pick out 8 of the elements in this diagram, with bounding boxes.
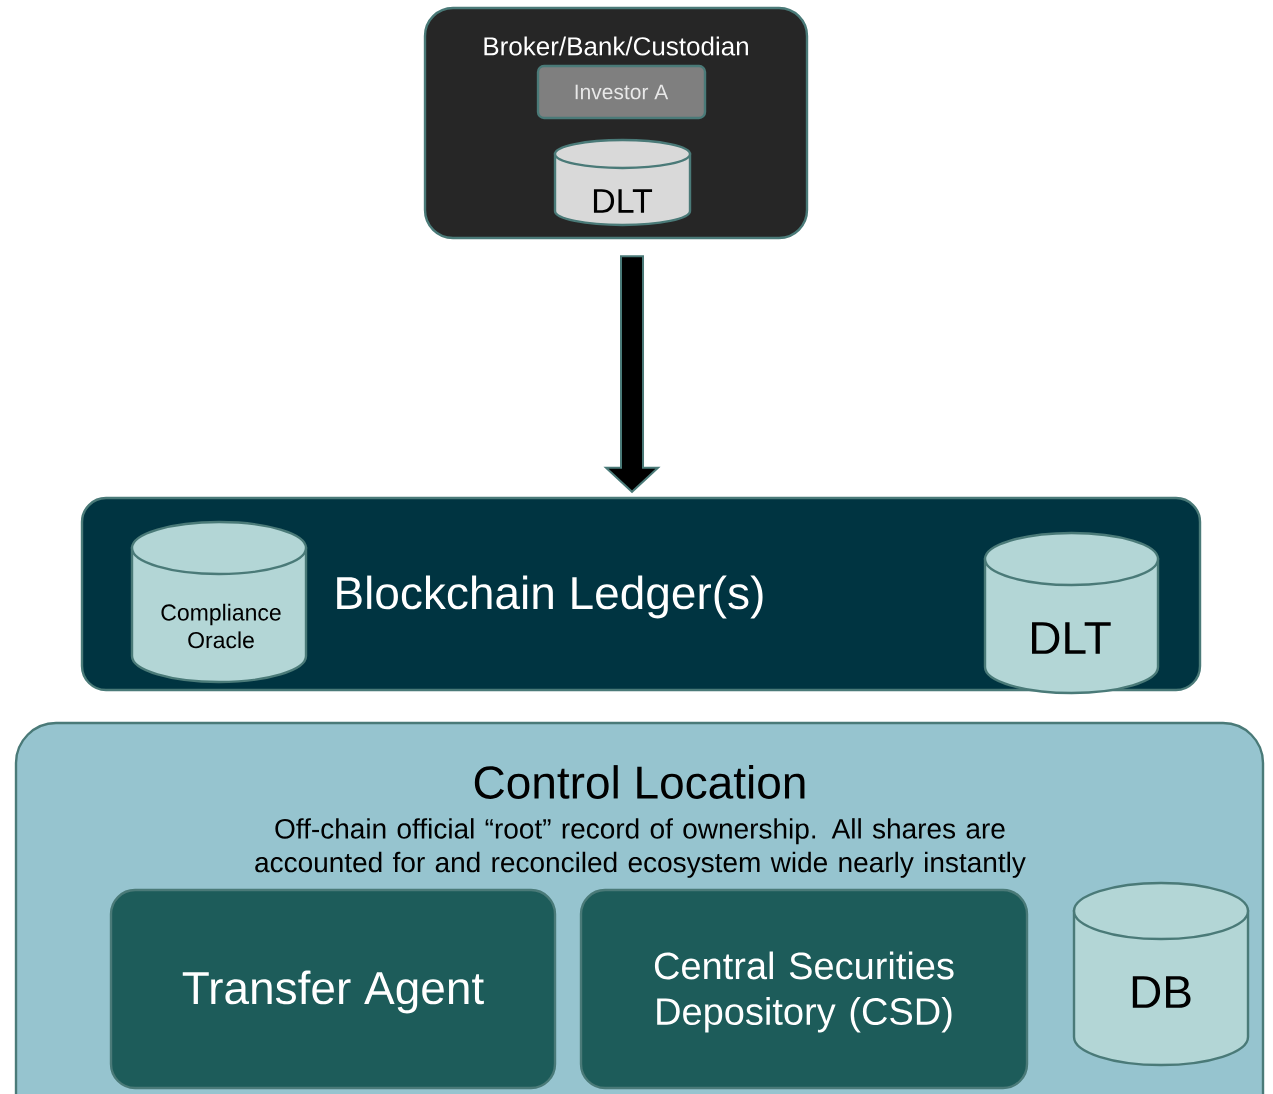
database-cylinder: DB [1072, 881, 1250, 1067]
database-cylinder: Compliance Oracle [130, 520, 308, 684]
investor-box: Investor A [536, 64, 707, 120]
agent-box: Transfer Agent [109, 888, 557, 1090]
database-cylinder: DLT [983, 531, 1160, 695]
database-cylinder: DLT [553, 138, 692, 227]
depository-box: Central Securities Depository (CSD) [579, 888, 1029, 1090]
arrow [603, 255, 661, 494]
